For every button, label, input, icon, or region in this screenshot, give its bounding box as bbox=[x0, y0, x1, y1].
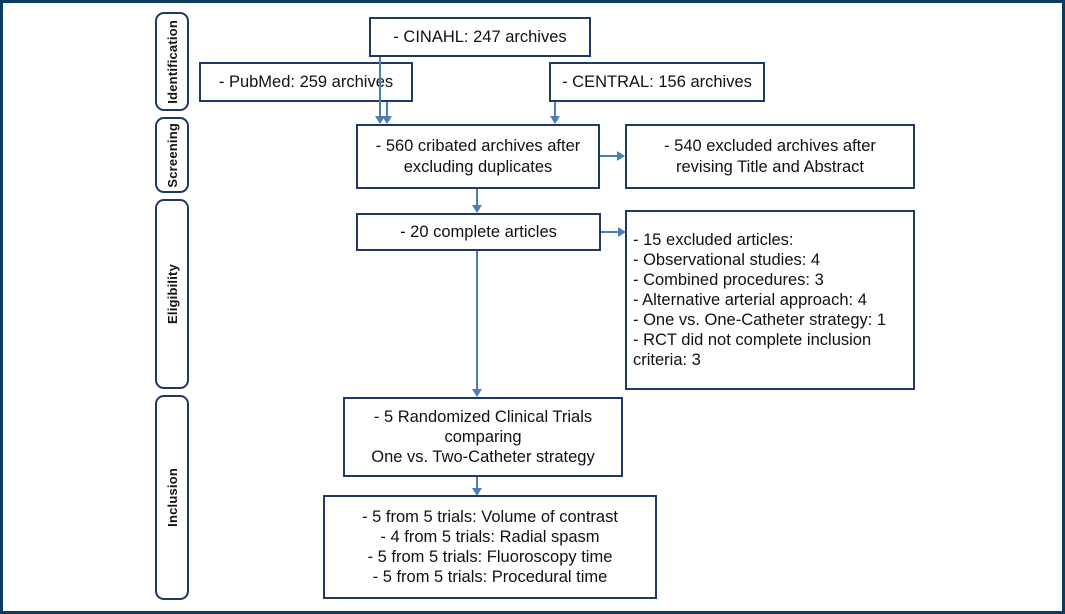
stage-label-eligibility: Eligibility bbox=[164, 264, 180, 324]
node-excluded-screening-text: - 540 excluded archives after revising T… bbox=[664, 137, 876, 176]
arrow-cinahl-to-cribated bbox=[374, 57, 386, 124]
stage-tab-identification: Identification bbox=[155, 12, 189, 111]
node-pubmed-text: - PubMed: 259 archives bbox=[218, 72, 394, 91]
node-included-rcts: - 5 Randomized Clinical Trials comparing… bbox=[343, 397, 623, 477]
arrow-complete-articles-to-included-rcts bbox=[471, 251, 483, 397]
arrow-central-to-cribated bbox=[549, 102, 561, 124]
node-excluded-eligibility: - 15 excluded articles: - Observational … bbox=[625, 210, 915, 390]
node-complete-articles-text: - 20 complete articles bbox=[400, 222, 557, 241]
node-central: - CENTRAL: 156 archives bbox=[549, 62, 765, 102]
arrow-cribated-to-complete-articles bbox=[471, 189, 483, 213]
stage-label-screening: Screening bbox=[164, 122, 180, 188]
node-cribated-archives: - 560 cribated archives after excluding … bbox=[356, 124, 600, 189]
node-outcomes: - 5 from 5 trials: Volume of contrast - … bbox=[323, 495, 657, 599]
arrow-cribated-to-excluded-screening bbox=[600, 150, 625, 162]
node-included-rcts-text: - 5 Randomized Clinical Trials comparing… bbox=[371, 407, 595, 467]
node-excluded-eligibility-text: - 15 excluded articles: - Observational … bbox=[633, 230, 887, 370]
stage-label-inclusion: Inclusion bbox=[164, 468, 180, 527]
node-pubmed: - PubMed: 259 archives bbox=[199, 62, 413, 102]
stage-tab-inclusion: Inclusion bbox=[155, 395, 189, 600]
node-central-text: - CENTRAL: 156 archives bbox=[562, 72, 752, 91]
arrow-complete-articles-to-excluded-eligibility bbox=[601, 226, 626, 238]
node-outcomes-text: - 5 from 5 trials: Volume of contrast - … bbox=[362, 507, 618, 587]
stage-tab-eligibility: Eligibility bbox=[155, 199, 189, 389]
node-excluded-screening: - 540 excluded archives after revising T… bbox=[625, 124, 915, 189]
arrow-included-rcts-to-outcomes bbox=[471, 477, 483, 496]
stage-label-identification: Identification bbox=[164, 19, 180, 104]
node-cinahl: - CINAHL: 247 archives bbox=[369, 17, 591, 57]
arrow-pubmed-to-cribated bbox=[381, 102, 393, 124]
stage-tab-screening: Screening bbox=[155, 117, 189, 193]
node-cribated-archives-text: - 560 cribated archives after excluding … bbox=[375, 137, 581, 176]
node-cinahl-text: - CINAHL: 247 archives bbox=[393, 27, 567, 46]
node-complete-articles: - 20 complete articles bbox=[356, 213, 601, 251]
